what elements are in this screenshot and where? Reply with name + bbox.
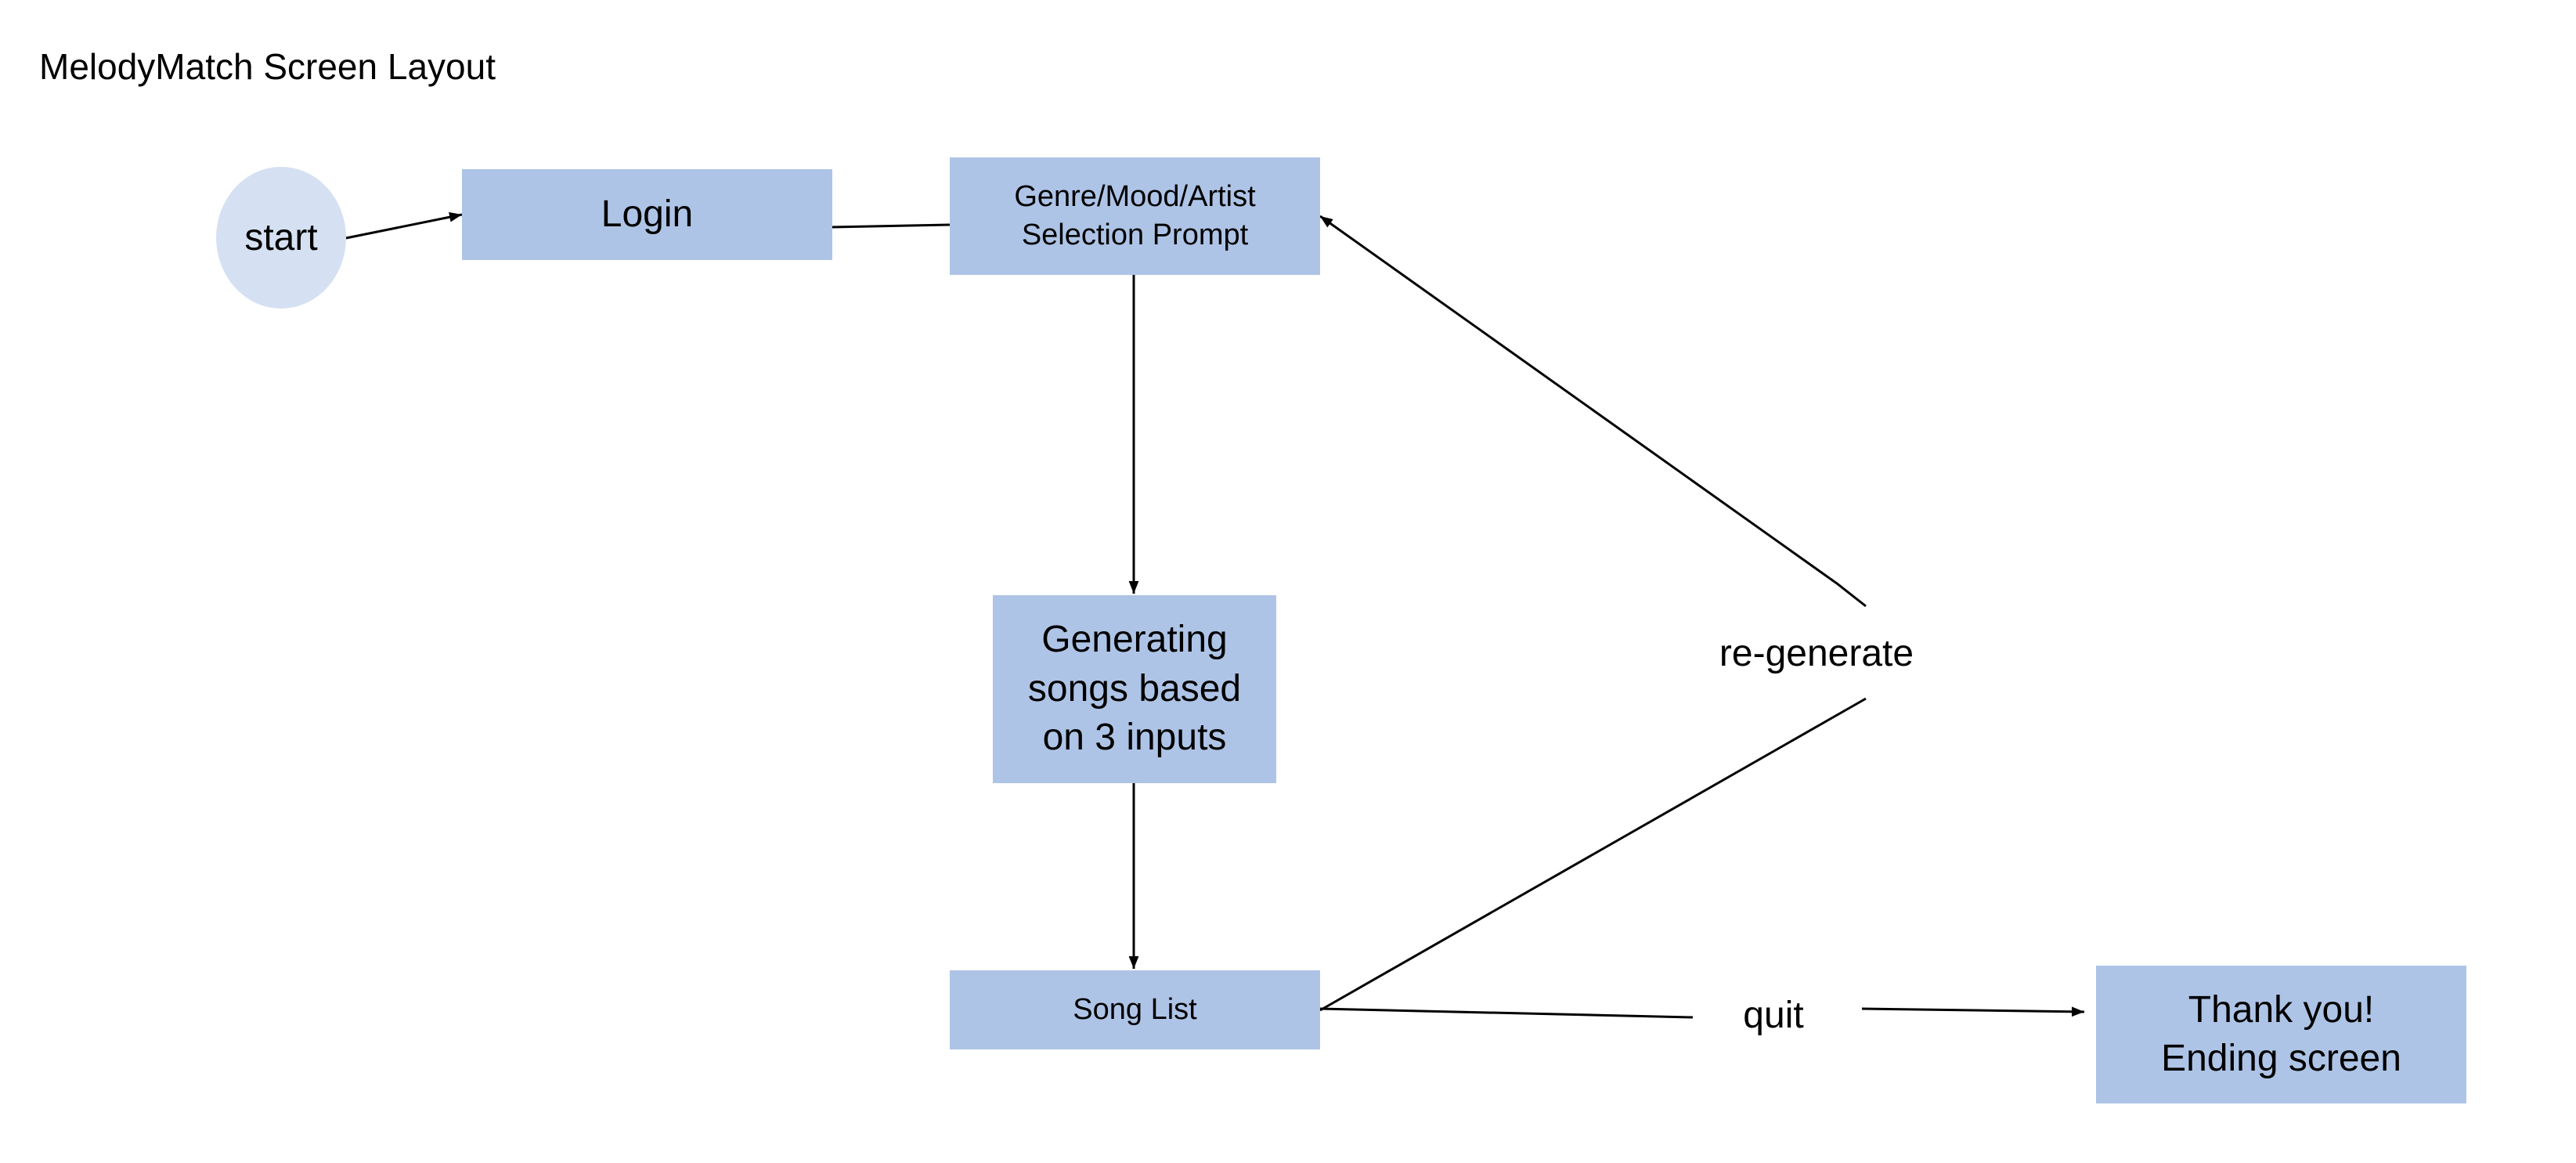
login-node-label: Login [601, 193, 694, 236]
start-node: start [216, 167, 346, 309]
start-node-label: start [244, 216, 318, 258]
song-list-node: Song List [950, 970, 1320, 1049]
edge-start-to-login [345, 211, 463, 240]
edge-quit-to-ending [1861, 1006, 2085, 1017]
edge-songlist-to-regenerate [1319, 697, 1867, 1012]
login-node: Login [462, 169, 832, 260]
edge-songlist-to-quit [1319, 1007, 1694, 1019]
diagram-title: MelodyMatch Screen Layout [39, 46, 496, 87]
regenerate-label: re-generate [1719, 632, 1914, 674]
edge-regenerate-to-selection [1319, 215, 1867, 608]
song-list-node-label: Song List [1073, 993, 1197, 1027]
quit-label: quit [1743, 994, 1804, 1036]
edge-login-to-selection [832, 223, 951, 229]
ending-screen-node: Thank you! Ending screen [2096, 966, 2466, 1103]
selection-prompt-node: Genre/Mood/Artist Selection Prompt [950, 157, 1320, 275]
selection-prompt-node-label: Genre/Mood/Artist Selection Prompt [1014, 180, 1256, 251]
generating-node: Generating songs based on 3 inputs [993, 595, 1276, 783]
generating-node-label: Generating songs based on 3 inputs [1027, 619, 1242, 759]
ending-screen-node-label: Thank you! Ending screen [2161, 988, 2401, 1079]
